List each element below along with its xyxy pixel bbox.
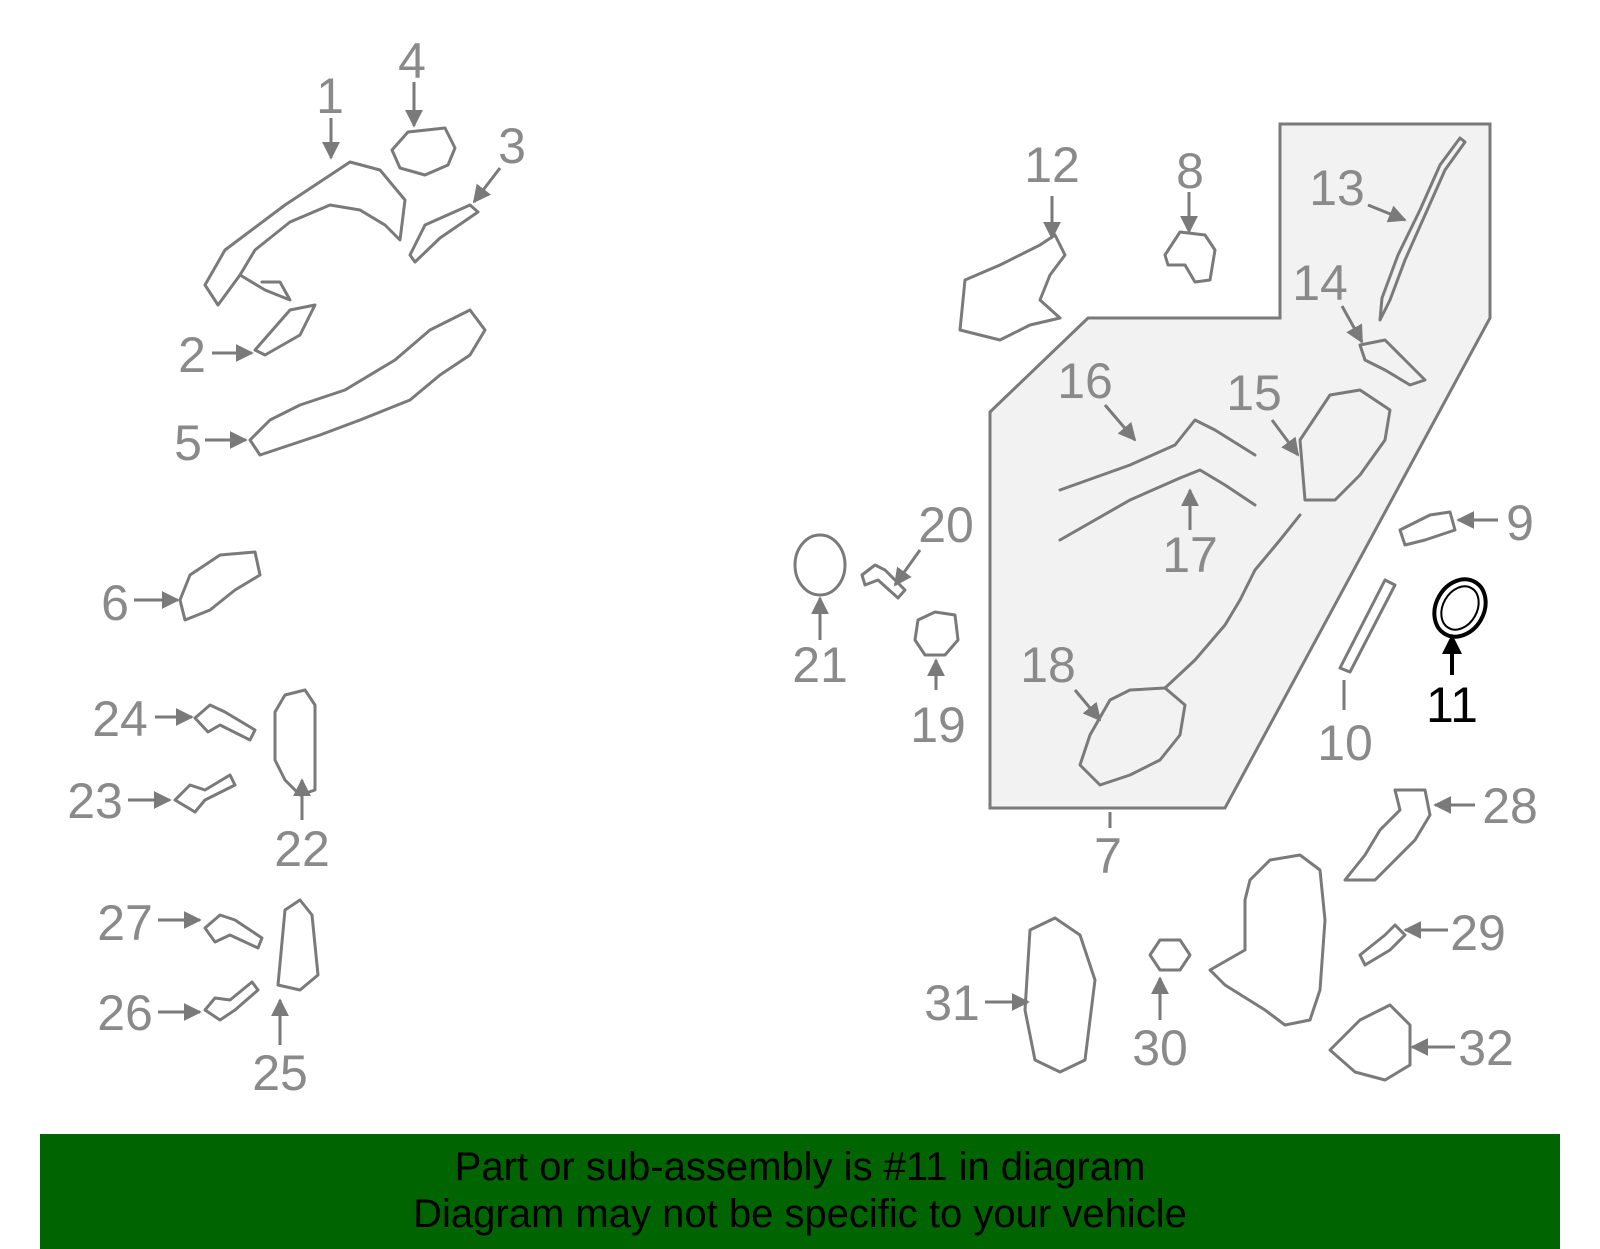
callout-25: 25 xyxy=(252,1045,308,1101)
part-3-gasket xyxy=(408,203,480,264)
part-8-connector xyxy=(1163,230,1217,284)
callout-21: 21 xyxy=(792,637,848,693)
arrow-15 xyxy=(1270,419,1300,457)
callout-14: 14 xyxy=(1292,255,1348,311)
part-15-switch xyxy=(1298,388,1392,502)
part-31-cover xyxy=(1023,916,1097,1074)
part-32-cover xyxy=(1328,1003,1412,1082)
info-banner: Part or sub-assembly is #11 in diagram D… xyxy=(40,1134,1560,1249)
callout-20: 20 xyxy=(918,497,974,553)
callout-28: 28 xyxy=(1482,778,1538,834)
callout-27: 27 xyxy=(97,895,153,951)
part-13-rod xyxy=(1378,136,1467,322)
callout-23: 23 xyxy=(67,773,123,829)
part-29-bolt xyxy=(1358,923,1407,967)
callout-19: 19 xyxy=(910,697,966,753)
callout-22: 22 xyxy=(274,821,330,877)
part-19-plate xyxy=(913,610,960,657)
part-20-screw xyxy=(860,563,907,600)
part-28-check-strap xyxy=(1343,788,1432,882)
callout-12: 12 xyxy=(1024,137,1080,193)
callout-17: 17 xyxy=(1162,527,1218,583)
part-2-pad xyxy=(253,303,317,357)
arrow-13 xyxy=(1367,203,1407,223)
part-25-bracket xyxy=(276,898,320,992)
callout-8: 8 xyxy=(1176,143,1204,199)
part-12-actuator xyxy=(958,233,1067,342)
callout-9: 9 xyxy=(1506,495,1534,551)
part-14-clip xyxy=(1358,338,1427,387)
part-11-o-ring xyxy=(1432,577,1488,639)
part-10-strip xyxy=(1338,578,1397,674)
assembly-7-region xyxy=(988,122,1492,810)
callout-16: 16 xyxy=(1057,353,1113,409)
callout-30: 30 xyxy=(1132,1020,1188,1076)
arrow-16 xyxy=(1103,404,1137,442)
callout-29: 29 xyxy=(1450,905,1506,961)
part-18-cable xyxy=(1163,513,1302,690)
callout-24: 24 xyxy=(92,691,148,747)
arrow-3 xyxy=(472,167,502,204)
part-4-cap xyxy=(390,126,457,177)
part-5-bracket xyxy=(248,308,487,457)
callout-31: 31 xyxy=(924,975,980,1031)
part-24-bolt xyxy=(193,703,257,742)
callout-32: 32 xyxy=(1458,1020,1514,1076)
part-16-cable xyxy=(1058,418,1257,492)
callout-26: 26 xyxy=(97,985,153,1041)
part-6-bracket xyxy=(178,550,262,622)
part-22-bracket xyxy=(273,688,317,797)
callout-10: 10 xyxy=(1317,715,1373,771)
callout-13: 13 xyxy=(1309,160,1365,216)
callout-5: 5 xyxy=(174,415,202,471)
part-30-nut xyxy=(1148,938,1192,972)
arrow-14 xyxy=(1340,305,1364,344)
callout-11: 11 xyxy=(1426,677,1478,733)
arrow-20 xyxy=(893,549,922,587)
banner-line-1: Part or sub-assembly is #11 in diagram xyxy=(454,1145,1146,1189)
part-21-disc xyxy=(793,533,847,597)
part-27-bolt xyxy=(203,913,264,950)
part-1-outer-handle xyxy=(203,160,407,307)
callout-1: 1 xyxy=(316,68,344,124)
callout-7: 7 xyxy=(1094,828,1122,884)
part-23-bolt xyxy=(173,773,237,814)
part-17-cable xyxy=(1058,468,1257,542)
callout-15: 15 xyxy=(1226,365,1282,421)
callout-4: 4 xyxy=(398,33,426,89)
callout-3: 3 xyxy=(498,118,526,174)
part-18-latch xyxy=(1078,686,1187,787)
part-28-check-strap-body xyxy=(1208,853,1327,1027)
callout-18: 18 xyxy=(1020,637,1076,693)
part-26-bolt xyxy=(203,980,260,1022)
callout-6: 6 xyxy=(101,575,129,631)
part-9-bolt xyxy=(1398,510,1457,547)
arrow-18 xyxy=(1073,689,1102,722)
callout-2: 2 xyxy=(178,327,206,383)
banner-line-2: Diagram may not be specific to your vehi… xyxy=(413,1192,1187,1236)
